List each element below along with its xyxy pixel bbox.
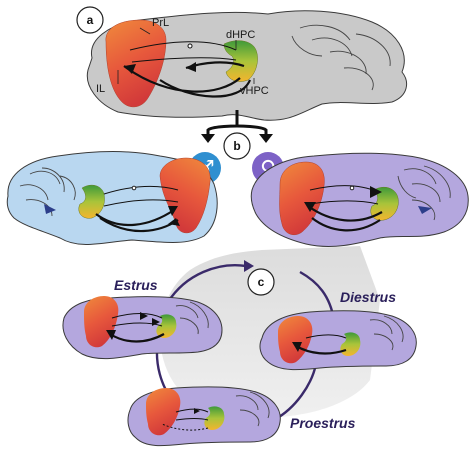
female-brain <box>250 152 469 247</box>
estrous-cycle-arrow <box>166 264 247 303</box>
pfc-region-diestrus <box>278 316 313 364</box>
diestrus-brain <box>259 310 417 371</box>
svg-text:a: a <box>87 13 94 27</box>
hippocampus-region-estrus <box>156 314 177 338</box>
panel-a-brain <box>86 10 408 121</box>
pfc-region-proestrus <box>146 388 181 436</box>
label-il: IL <box>96 83 105 95</box>
male-brain <box>6 151 218 245</box>
label-vhpc: vHPC <box>240 85 269 97</box>
hippocampus-region-female <box>370 187 399 221</box>
hippocampus-region-a <box>223 40 258 82</box>
label-prl: PrL <box>152 17 169 29</box>
pfc-region-a <box>105 19 167 108</box>
estrus-brain <box>62 296 223 360</box>
phase-proestrus: Proestrus <box>290 415 356 431</box>
svg-text:b: b <box>233 139 240 153</box>
hippocampus-region-proestrus <box>204 406 225 430</box>
panel-a-label: a <box>76 6 104 34</box>
svg-text:c: c <box>258 275 265 289</box>
hippocampus-region-male <box>78 184 105 219</box>
phase-diestrus: Diestrus <box>340 289 396 305</box>
sex-branch-arrows <box>201 110 273 143</box>
panel-b-label: b <box>223 132 251 160</box>
phase-estrus: Estrus <box>114 277 158 293</box>
panel-c-label: c <box>247 268 275 296</box>
label-dhpc: dHPC <box>226 29 255 41</box>
proestrus-brain <box>127 386 281 447</box>
